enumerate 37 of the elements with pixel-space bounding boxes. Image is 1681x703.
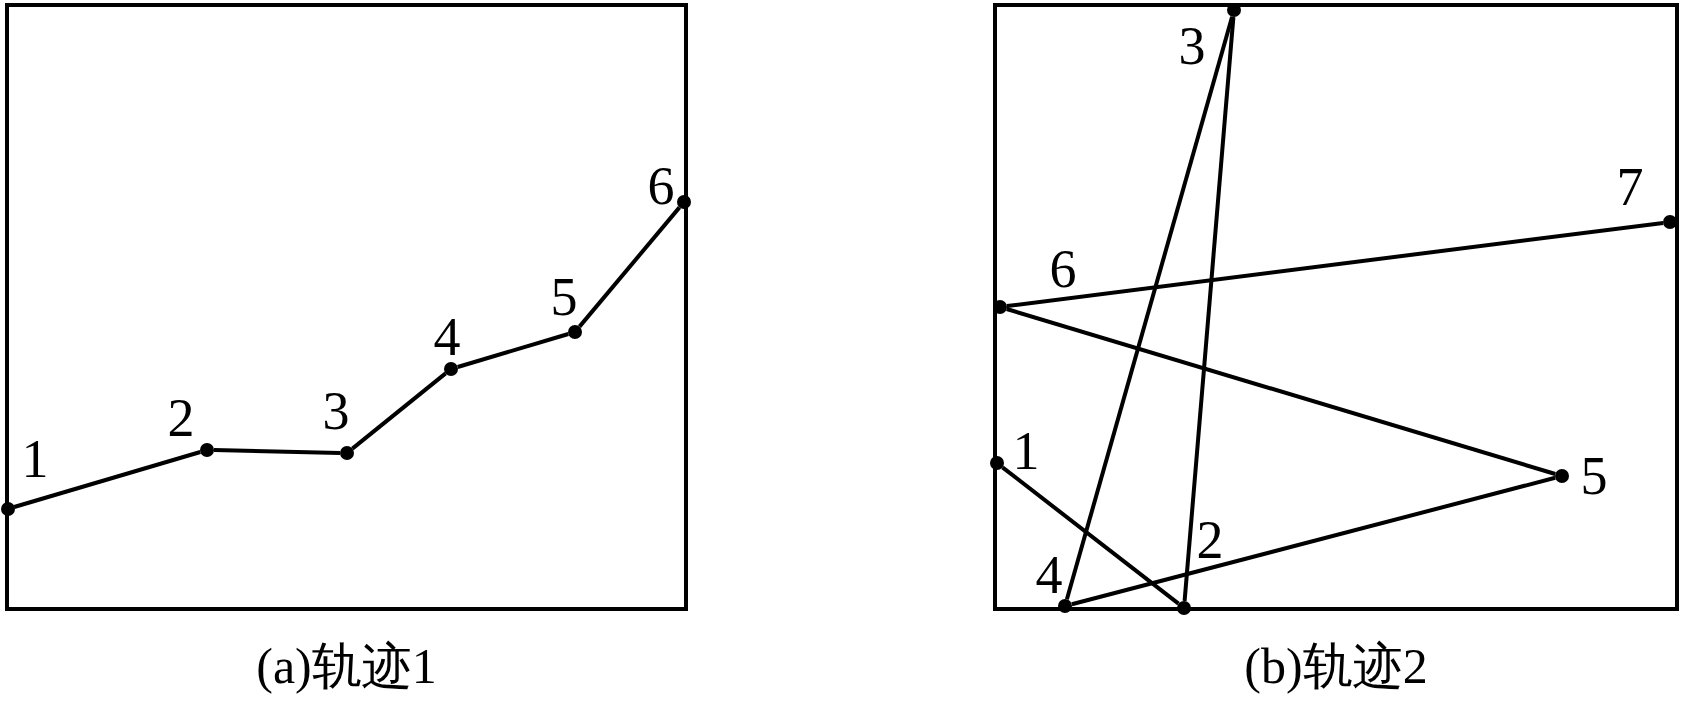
point-number: 6 — [647, 159, 675, 213]
point-dot-icon — [677, 195, 691, 209]
trajectory-line — [13, 450, 201, 509]
point-number: 6 — [1049, 242, 1077, 296]
point-number: 4 — [433, 310, 461, 364]
point-dot-icon — [990, 456, 1004, 470]
trajectory-line — [1006, 220, 1664, 309]
point-dot-icon — [444, 362, 458, 376]
point-dot-icon — [1177, 601, 1191, 615]
trajectory-line — [1064, 16, 1235, 600]
trajectory-line — [213, 448, 341, 455]
trajectory-line — [1001, 465, 1180, 606]
point-number: 3 — [322, 384, 350, 438]
trajectory-line — [457, 332, 569, 369]
trajectory-line — [577, 206, 682, 328]
point-dot-icon — [1555, 469, 1569, 483]
point-number: 4 — [1035, 548, 1063, 602]
point-dot-icon — [1058, 599, 1072, 613]
point-number: 1 — [21, 432, 49, 486]
point-number: 2 — [167, 391, 195, 445]
point-dot-icon — [200, 443, 214, 457]
point-number: 5 — [1580, 449, 1608, 503]
point-number: 7 — [1616, 160, 1644, 214]
point-number: 2 — [1196, 513, 1224, 567]
trajectory-line — [1182, 16, 1236, 602]
point-dot-icon — [0, 502, 15, 516]
point-number: 5 — [550, 270, 578, 324]
panel-caption: (a)轨迹1 — [256, 638, 437, 694]
trajectory-line — [1006, 307, 1556, 476]
point-dot-icon — [1663, 215, 1677, 229]
point-number: 1 — [1012, 424, 1040, 478]
trajectory-line — [351, 371, 447, 451]
trajectory-line — [1071, 475, 1556, 607]
point-number: 3 — [1178, 19, 1206, 73]
point-dot-icon — [568, 325, 582, 339]
point-dot-icon — [340, 446, 354, 460]
panel-caption: (b)轨迹2 — [1244, 638, 1428, 694]
